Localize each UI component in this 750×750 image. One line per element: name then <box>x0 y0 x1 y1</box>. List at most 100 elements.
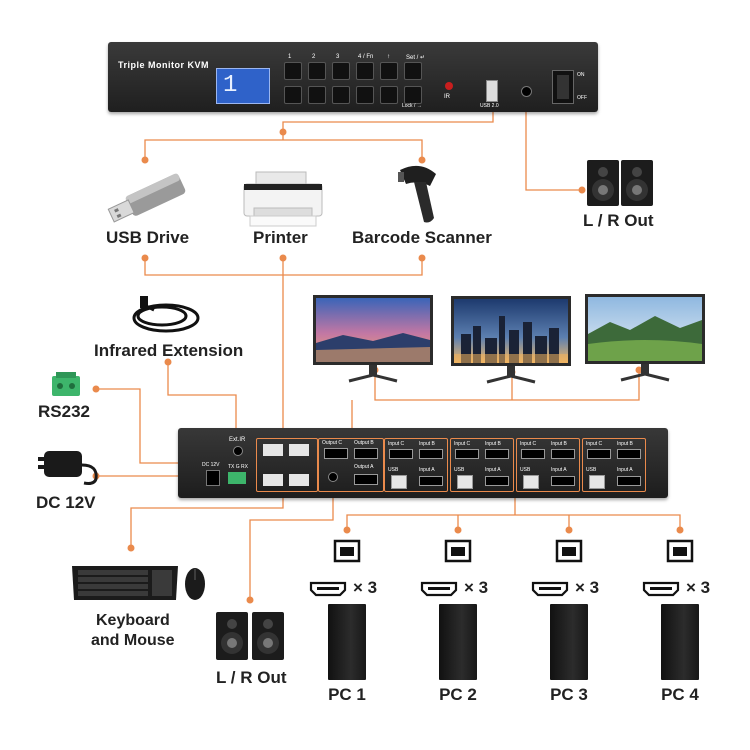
input-a-label: Input A <box>551 467 567 473</box>
input-c-port[interactable] <box>587 449 611 459</box>
hdmi-count-label: × 3 <box>686 578 711 597</box>
key-2[interactable] <box>308 62 326 80</box>
kvm-rear-panel: Ext.IR DC 12V TX G RX Output C Output B … <box>178 428 668 498</box>
key-monitor-3[interactable] <box>332 86 350 104</box>
hdmi-icon <box>531 581 569 597</box>
key-monitor-1[interactable] <box>284 86 302 104</box>
input-b-label: Input B <box>617 441 633 447</box>
input-b-label: Input B <box>551 441 567 447</box>
key-4[interactable] <box>356 62 374 80</box>
rear-usb-port[interactable] <box>263 444 283 456</box>
key-set[interactable] <box>404 62 422 80</box>
usb-b-port[interactable] <box>523 475 539 489</box>
key-label-4: 4 / Fn <box>358 54 374 60</box>
front-keypad: 1 2 3 4 / Fn ↑ Set / ↵ Lock / → <box>284 54 436 109</box>
key-up[interactable] <box>380 62 398 80</box>
switch-off-label: OFF <box>577 95 587 101</box>
input-b-port[interactable] <box>419 449 443 459</box>
input-group-pc-4: Input C Input B USB Input A <box>582 438 646 492</box>
usb-b-port[interactable] <box>391 475 407 489</box>
output-b-label: Output B <box>354 440 374 446</box>
ir-label: IR <box>444 94 450 100</box>
usb-b-port[interactable] <box>589 475 605 489</box>
input-c-port[interactable] <box>455 449 479 459</box>
key-3[interactable] <box>332 62 350 80</box>
key-label-set: Set / ↵ <box>406 55 426 61</box>
output-group <box>318 438 384 492</box>
pc-label: PC 4 <box>661 685 699 704</box>
rs232-port[interactable] <box>228 472 246 484</box>
input-a-port[interactable] <box>617 476 641 486</box>
rs232-label: RS232 <box>38 402 90 421</box>
key-1[interactable] <box>284 62 302 80</box>
key-monitor-2[interactable] <box>308 86 326 104</box>
speakers-icon-top <box>587 160 653 206</box>
rear-usb-port[interactable] <box>263 474 283 486</box>
lr-out-label-bottom: L / R Out <box>216 668 287 687</box>
input-a-label: Input A <box>485 467 501 473</box>
speakers-icon-bottom <box>216 612 284 660</box>
input-b-port[interactable] <box>617 449 641 459</box>
front-audio-jack[interactable] <box>521 86 532 97</box>
output-c-label: Output C <box>322 440 343 446</box>
usb-b-label: USB <box>388 467 399 473</box>
usb-drive-label: USB Drive <box>106 228 190 247</box>
output-a-port[interactable] <box>354 474 378 485</box>
usb-b-port[interactable] <box>457 475 473 489</box>
usb-b-label: USB <box>520 467 531 473</box>
switch-on-label: ON <box>577 72 585 78</box>
barcode-scanner-label: Barcode Scanner <box>352 228 492 247</box>
usb-b-label: USB <box>454 467 465 473</box>
output-b-port[interactable] <box>354 448 378 459</box>
input-b-port[interactable] <box>551 449 575 459</box>
input-a-port[interactable] <box>551 476 575 486</box>
rs232-connector-icon <box>52 372 80 396</box>
key-label-lock: Lock / → <box>402 103 422 109</box>
key-audio[interactable] <box>356 86 374 104</box>
key-label-2: 2 <box>312 54 316 60</box>
keyboard-mouse-label-line1: Keyboard <box>96 612 170 629</box>
ext-ir-jack[interactable] <box>233 446 243 456</box>
input-c-port[interactable] <box>521 449 545 459</box>
output-a-label: Output A <box>354 464 374 470</box>
key-label-up: ↑ <box>387 54 390 60</box>
dc-in-label: DC 12V <box>202 462 220 468</box>
input-c-port[interactable] <box>389 449 413 459</box>
input-b-port[interactable] <box>485 449 509 459</box>
ir-sensor <box>445 82 453 90</box>
key-usb[interactable] <box>380 86 398 104</box>
rear-usb-group <box>256 438 318 492</box>
input-c-label: Input C <box>388 441 405 447</box>
front-usb-port[interactable] <box>486 80 498 102</box>
hdmi-icon <box>642 581 680 597</box>
monitor-a <box>585 294 705 382</box>
rear-audio-jack[interactable] <box>328 472 338 482</box>
keyboard-mouse-label-line2: and Mouse <box>91 632 175 649</box>
barcode-scanner-icon <box>398 165 436 223</box>
usb-b-label: USB <box>586 467 597 473</box>
input-c-label: Input C <box>586 441 603 447</box>
power-switch[interactable] <box>552 70 574 104</box>
rear-usb-port[interactable] <box>289 474 309 486</box>
rear-usb-port[interactable] <box>289 444 309 456</box>
dc-12v-label: DC 12V <box>36 493 96 512</box>
hdmi-count-label: × 3 <box>353 578 378 597</box>
input-a-label: Input A <box>617 467 633 473</box>
dc-in-port[interactable] <box>206 470 220 486</box>
pc-label: PC 3 <box>550 685 588 704</box>
kvm-front-panel: Triple Monitor KVM 1 1 2 3 4 / Fn ↑ Set … <box>108 42 598 112</box>
key-label-3: 3 <box>336 54 340 60</box>
input-a-port[interactable] <box>485 476 509 486</box>
monitor-c <box>313 295 433 383</box>
key-label-1: 1 <box>288 54 292 60</box>
input-a-port[interactable] <box>419 476 443 486</box>
output-c-port[interactable] <box>324 448 348 459</box>
pc-tower-icon <box>439 604 477 680</box>
input-b-label: Input B <box>485 441 501 447</box>
key-lock[interactable] <box>404 86 422 104</box>
input-a-label: Input A <box>419 467 435 473</box>
usb-b-icon <box>444 539 472 563</box>
pc-tower-icon <box>550 604 588 680</box>
pc-tower-icon <box>661 604 699 680</box>
